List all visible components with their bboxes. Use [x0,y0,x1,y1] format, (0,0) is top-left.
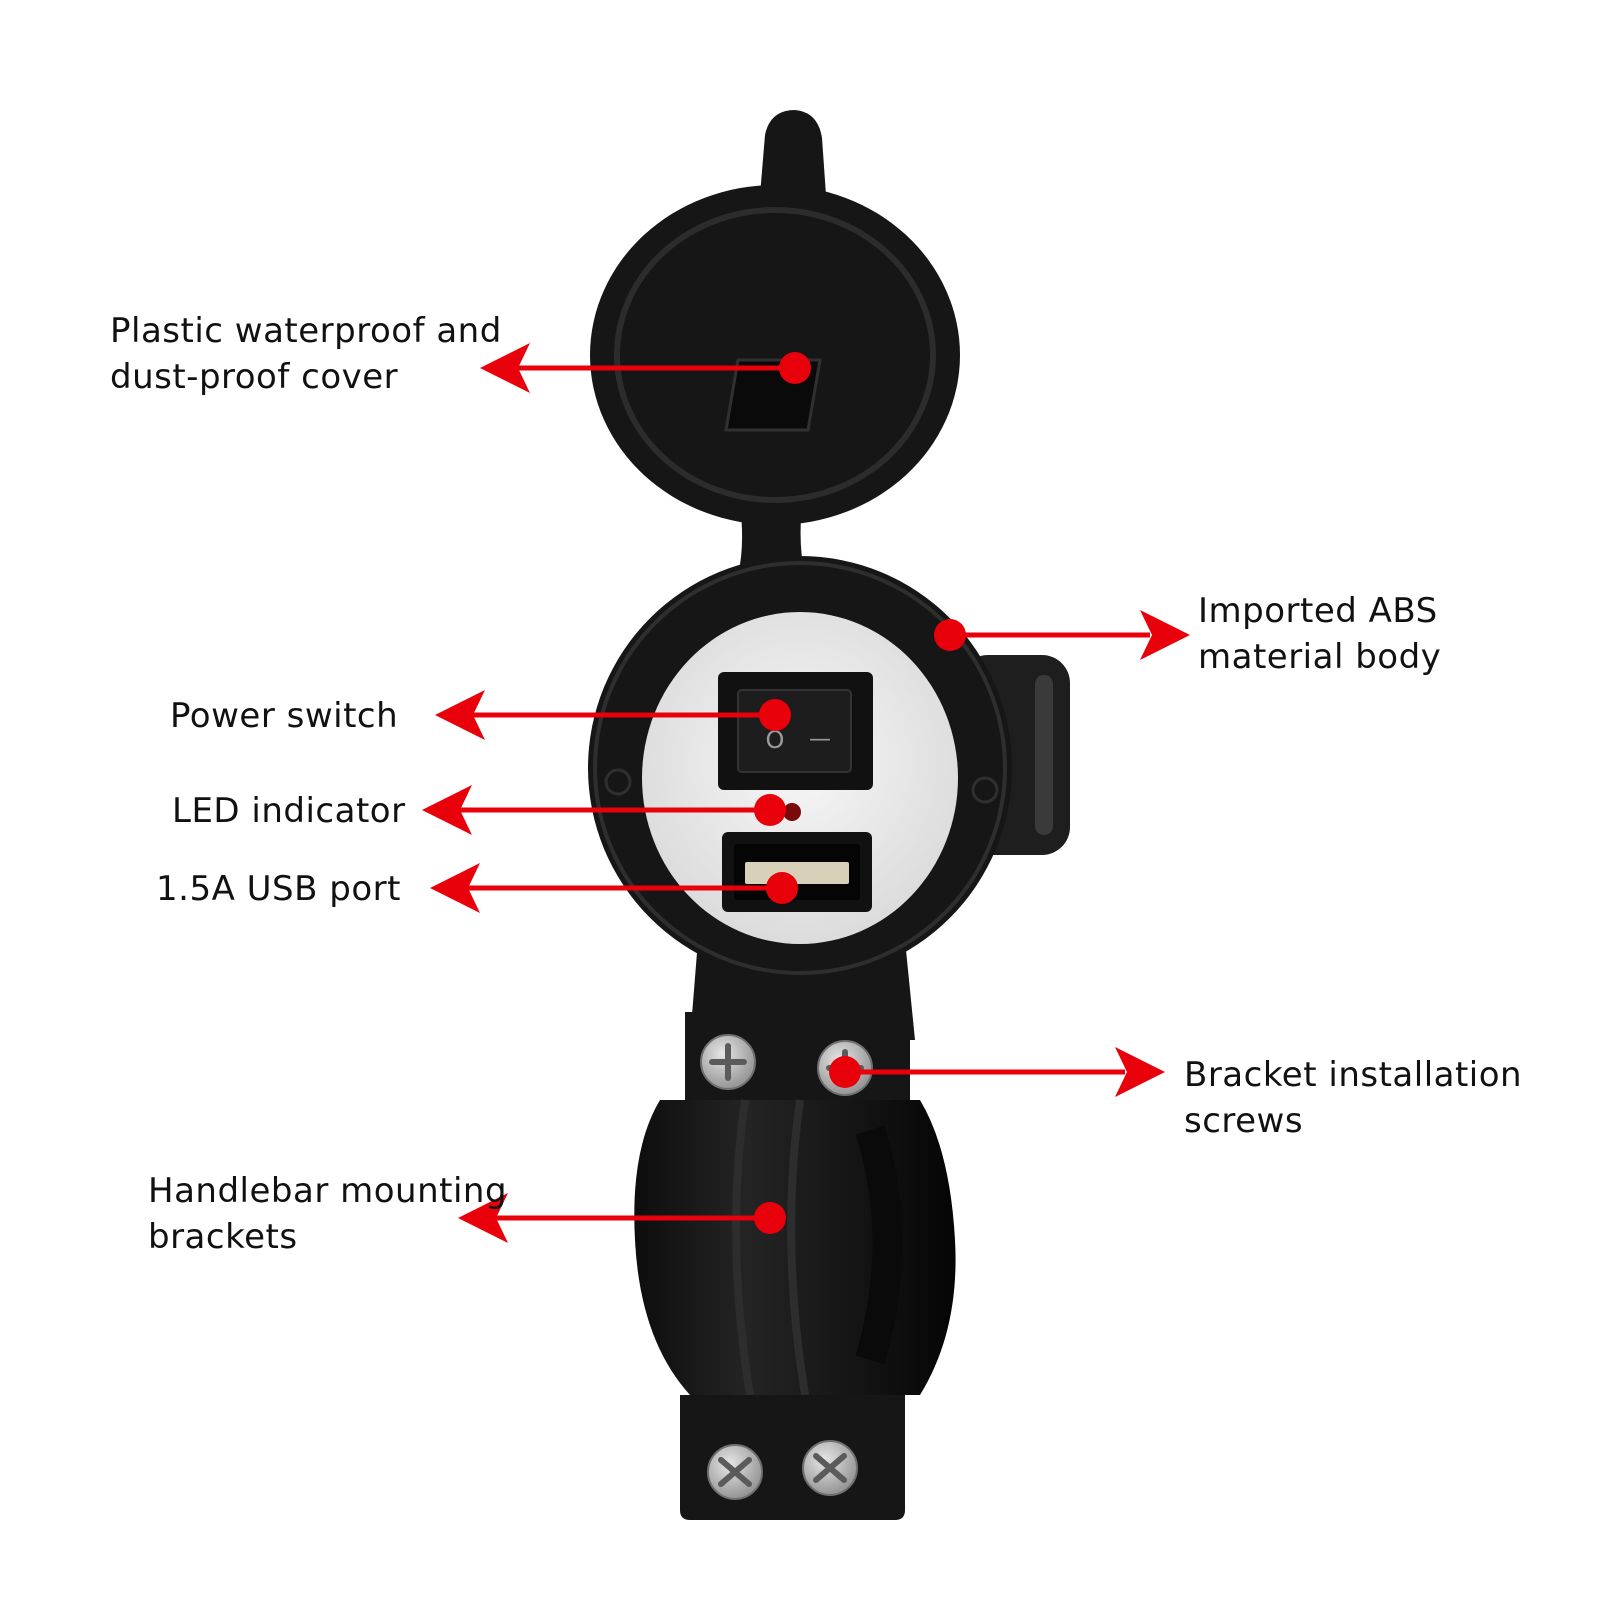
label-led-line1: LED indicator [172,791,406,831]
body-screw-hole-right [971,776,999,804]
callout-pointer-usb [430,863,798,913]
label-cover-line1: Plastic waterproof and [110,311,502,351]
bracket-screw-top-left[interactable] [700,1034,756,1090]
callout-pointer-bracket [458,1193,786,1243]
waterproof-cover[interactable] [590,185,960,525]
label-screws-line1: Bracket installation [1184,1055,1523,1095]
label-switch: Power switch [170,693,398,739]
cover-tab[interactable] [760,110,826,195]
cover-inner-rim [614,207,936,503]
label-bracket-line2: brackets [148,1217,298,1257]
label-body: Imported ABS material body [1198,588,1441,680]
abs-body-rim [593,561,1007,975]
clamp-ridge-right [787,1099,809,1396]
label-screws: Bracket installation screws [1184,1052,1522,1144]
callout-pointer-cover [480,343,811,393]
bracket-screw-bottom-left[interactable] [707,1444,763,1500]
led-indicator [783,803,801,821]
label-body-line2: material body [1198,637,1442,677]
usb-port-tongue [745,862,849,884]
label-usb: 1.5A USB port [156,866,401,912]
body-screw-hole-left [604,768,632,796]
label-body-line1: Imported ABS [1198,591,1438,631]
label-switch-line1: Power switch [170,696,399,736]
label-screws-line2: screws [1184,1101,1304,1141]
label-bracket-line1: Handlebar mounting [148,1171,508,1211]
clamp-ridge-left [732,1099,754,1396]
clamp-inner-bore [855,1125,903,1365]
callout-pointer-body [934,610,1190,660]
callout-pointer-screws [829,1047,1165,1097]
power-switch[interactable] [737,689,852,773]
label-cover: Plastic waterproof and dust-proof cover [110,308,502,400]
callout-pointer-led [422,785,786,835]
label-led: LED indicator [172,788,406,834]
body-cylinder-highlight [1035,675,1053,835]
label-usb-line1: 1.5A USB port [156,869,401,909]
label-bracket: Handlebar mounting brackets [148,1168,507,1260]
callout-pointer-switch [435,690,791,740]
bracket-screw-bottom-right[interactable] [802,1440,858,1496]
switch-off-mark: — [809,727,831,752]
label-cover-line2: dust-proof cover [110,357,399,397]
switch-on-mark: O [766,726,785,754]
